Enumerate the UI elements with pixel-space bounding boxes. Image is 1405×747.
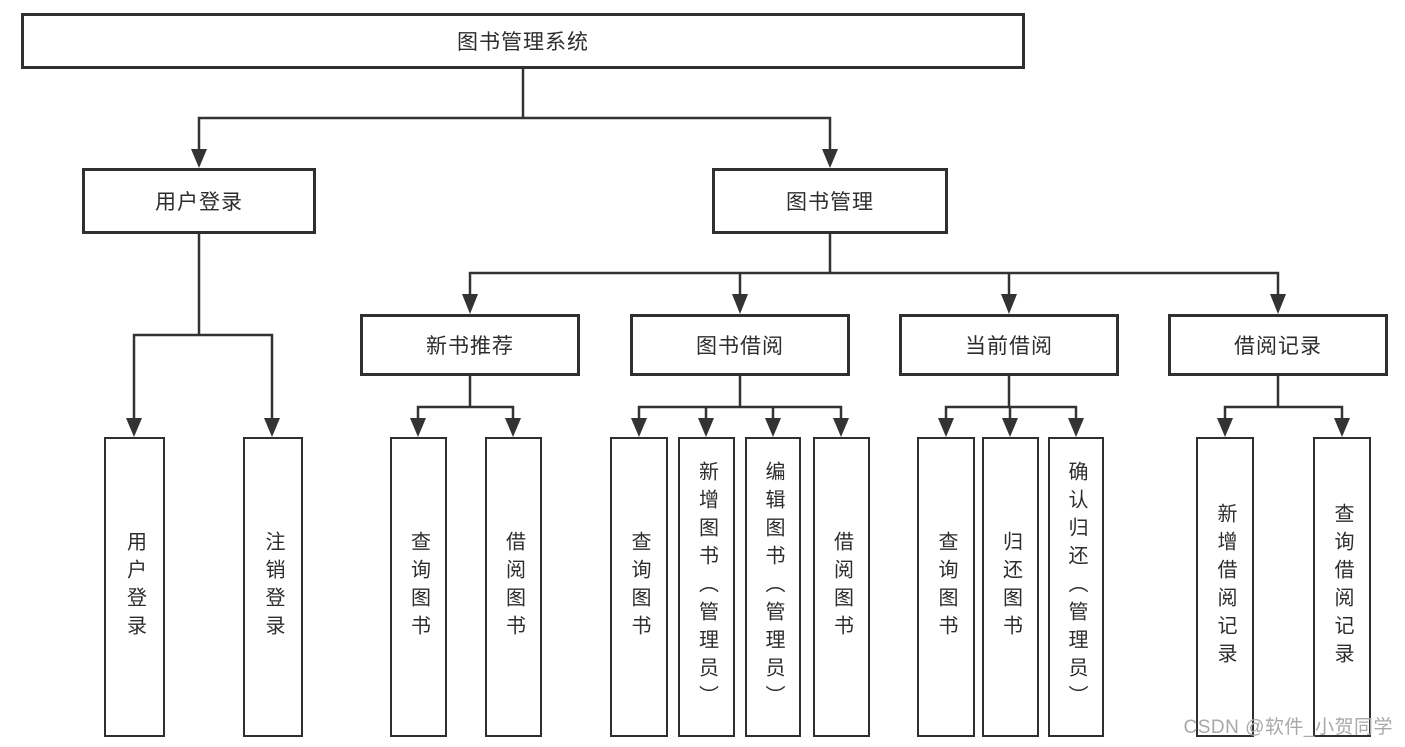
node-label: 查询借阅记录 bbox=[1331, 503, 1353, 671]
node-borrowing-records: 借阅记录 bbox=[1168, 314, 1388, 376]
node-label: 当前借阅 bbox=[965, 335, 1053, 358]
leaf-query-books-borrow: 查询图书 bbox=[610, 437, 668, 737]
node-library-management-system: 图书管理系统 bbox=[21, 13, 1025, 69]
leaf-edit-books-admin: 编辑图书（管理员） bbox=[745, 437, 801, 737]
arrow-icon bbox=[938, 418, 954, 437]
node-label: 借阅记录 bbox=[1234, 335, 1322, 358]
arrow-icon bbox=[410, 418, 426, 437]
arrow-icon bbox=[1334, 418, 1350, 437]
leaf-query-books-current: 查询图书 bbox=[917, 437, 975, 737]
node-label: 新书推荐 bbox=[426, 335, 514, 358]
leaf-borrow-books-recommend: 借阅图书 bbox=[485, 437, 542, 737]
node-label: 用户登录 bbox=[123, 531, 146, 643]
leaf-query-borrow-record: 查询借阅记录 bbox=[1313, 437, 1371, 737]
node-new-book-recommendation: 新书推荐 bbox=[360, 314, 580, 376]
node-label: 图书管理系统 bbox=[457, 31, 589, 54]
leaf-confirm-return-admin: 确认归还（管理员） bbox=[1048, 437, 1104, 737]
leaf-logout: 注销登录 bbox=[243, 437, 303, 737]
node-label: 归还图书 bbox=[999, 531, 1022, 643]
arrow-icon bbox=[698, 418, 714, 437]
node-label: 用户登录 bbox=[155, 191, 243, 214]
node-label: 图书借阅 bbox=[696, 335, 784, 358]
node-book-management: 图书管理 bbox=[712, 168, 948, 234]
node-label: 注销登录 bbox=[262, 531, 284, 643]
node-label: 查询图书 bbox=[407, 531, 430, 643]
arrow-icon bbox=[191, 149, 207, 168]
arrow-icon bbox=[833, 418, 849, 437]
node-label: 图书管理 bbox=[786, 191, 874, 214]
arrow-icon bbox=[462, 294, 478, 314]
watermark: CSDN @软件_小贺同学 bbox=[1183, 717, 1393, 738]
node-label: 借阅图书 bbox=[502, 531, 525, 643]
arrow-icon bbox=[264, 418, 280, 437]
arrow-icon bbox=[1001, 294, 1017, 314]
leaf-add-books-admin: 新增图书（管理员） bbox=[678, 437, 735, 737]
arrow-icon bbox=[126, 418, 142, 437]
node-label: 新增图书（管理员） bbox=[695, 461, 718, 713]
leaf-user-login: 用户登录 bbox=[104, 437, 165, 737]
arrow-icon bbox=[732, 294, 748, 314]
leaf-add-borrow-record: 新增借阅记录 bbox=[1196, 437, 1254, 737]
node-label: 查询图书 bbox=[935, 531, 957, 643]
leaf-query-books-recommend: 查询图书 bbox=[390, 437, 447, 737]
node-book-borrowing: 图书借阅 bbox=[630, 314, 850, 376]
node-label: 编辑图书（管理员） bbox=[762, 461, 784, 713]
leaf-borrow-books: 借阅图书 bbox=[813, 437, 870, 737]
node-label: 确认归还（管理员） bbox=[1065, 461, 1087, 713]
node-label: 借阅图书 bbox=[830, 531, 853, 643]
arrow-icon bbox=[765, 418, 781, 437]
arrow-icon bbox=[505, 418, 521, 437]
arrow-icon bbox=[1002, 418, 1018, 437]
leaf-return-books: 归还图书 bbox=[982, 437, 1039, 737]
node-user-login: 用户登录 bbox=[82, 168, 316, 234]
node-current-borrowing: 当前借阅 bbox=[899, 314, 1119, 376]
arrow-icon bbox=[1068, 418, 1084, 437]
arrow-icon bbox=[631, 418, 647, 437]
node-label: 查询图书 bbox=[628, 531, 650, 643]
arrow-icon bbox=[822, 149, 838, 168]
arrow-icon bbox=[1270, 294, 1286, 314]
arrow-icon bbox=[1217, 418, 1233, 437]
node-label: 新增借阅记录 bbox=[1214, 503, 1236, 671]
